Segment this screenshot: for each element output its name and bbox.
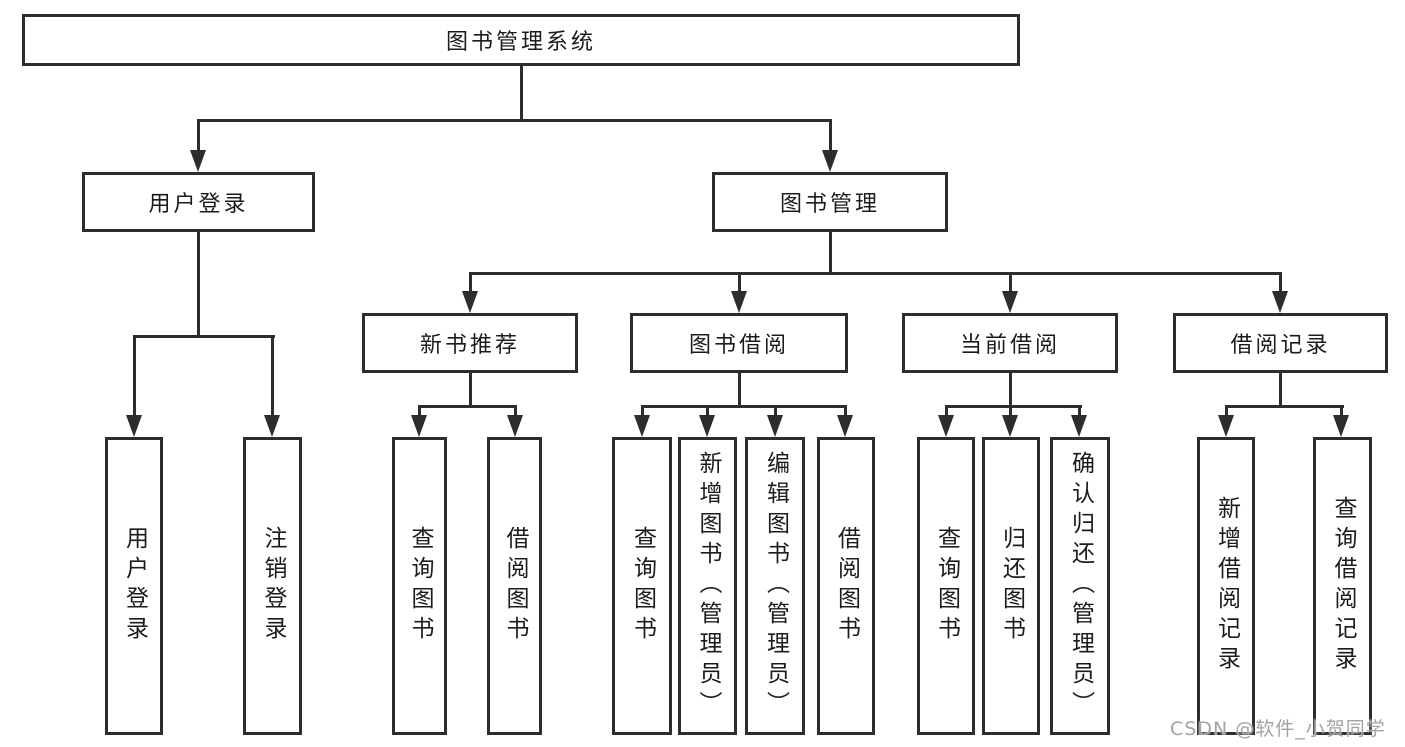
connector-user-login-branch <box>133 335 275 338</box>
node-current-borrow: 当前借阅 <box>902 313 1118 373</box>
arrowhead-br-add <box>1218 415 1234 437</box>
connector-new-book-stem <box>469 373 472 407</box>
node-leaf-bb-borrow-books-label: 借阅图书 <box>833 526 860 646</box>
node-leaf-cb-query-books-label: 查询图书 <box>933 526 960 646</box>
arrowhead-book-borrow <box>731 291 747 313</box>
arrowhead-book-management <box>822 150 838 172</box>
connector-book-borrow-branch <box>641 405 847 408</box>
arrowhead-user-login <box>190 150 206 172</box>
node-leaf-logout-label: 注销登录 <box>260 526 286 646</box>
node-leaf-cb-confirm-return-admin: 确认归还（管理员） <box>1050 437 1110 735</box>
arrowhead-leaf-login <box>126 415 142 437</box>
node-leaf-cb-return-books: 归还图书 <box>982 437 1040 735</box>
connector-borrow-records-stem <box>1279 373 1282 407</box>
node-leaf-nb-query-books-label: 查询图书 <box>407 526 433 646</box>
node-leaf-bb-add-books-admin-label: 新增图书（管理员） <box>695 451 721 721</box>
node-leaf-logout: 注销登录 <box>243 437 302 735</box>
connector-drop-br-add <box>1225 405 1228 417</box>
connector-drop-book-borrow <box>738 272 741 293</box>
connector-new-book-branch <box>418 405 517 408</box>
node-root: 图书管理系统 <box>22 14 1020 66</box>
node-leaf-bb-borrow-books: 借阅图书 <box>817 437 875 735</box>
node-leaf-nb-query-books: 查询图书 <box>392 437 447 735</box>
node-user-login-label: 用户登录 <box>148 192 249 217</box>
connector-drop-br-query <box>1340 405 1343 417</box>
arrowhead-bb-borrow <box>837 415 853 437</box>
node-book-management: 图书管理 <box>712 172 948 232</box>
connector-drop-bb-add <box>706 405 709 417</box>
arrowhead-nb-query <box>411 415 427 437</box>
arrowhead-br-query <box>1333 415 1349 437</box>
node-leaf-cb-return-books-label: 归还图书 <box>998 526 1025 646</box>
connector-drop-borrow-records <box>1279 272 1282 293</box>
node-leaf-bb-edit-books-admin-label: 编辑图书（管理员） <box>762 451 789 721</box>
node-new-book-recommend: 新书推荐 <box>362 313 578 373</box>
node-root-label: 图书管理系统 <box>445 30 596 55</box>
node-borrow-records-label: 借阅记录 <box>1230 333 1331 358</box>
connector-borrow-records-branch <box>1225 405 1344 408</box>
connector-book-management-branch <box>469 272 1282 275</box>
node-leaf-br-add-record: 新增借阅记录 <box>1197 437 1255 735</box>
connector-root-branch <box>197 119 832 122</box>
connector-drop-bb-borrow <box>844 405 847 417</box>
node-leaf-nb-borrow-books-label: 借阅图书 <box>502 526 528 646</box>
connector-drop-cb-confirm <box>1078 405 1081 417</box>
node-leaf-user-login-label: 用户登录 <box>121 526 148 646</box>
connector-drop-cb-query <box>945 405 948 417</box>
connector-drop-nb-query <box>418 405 421 417</box>
arrowhead-leaf-logout <box>264 415 280 437</box>
node-new-book-recommend-label: 新书推荐 <box>419 333 520 358</box>
node-leaf-bb-edit-books-admin: 编辑图书（管理员） <box>745 437 805 735</box>
node-borrow-records: 借阅记录 <box>1173 313 1388 373</box>
arrowhead-bb-edit <box>767 415 783 437</box>
arrowhead-borrow-records <box>1272 291 1288 313</box>
connector-user-login-stem <box>197 232 200 336</box>
arrowhead-bb-query <box>634 415 650 437</box>
node-leaf-user-login: 用户登录 <box>105 437 163 735</box>
connector-drop-new-book <box>469 272 472 293</box>
connector-drop-leaf-logout <box>271 335 274 415</box>
node-leaf-bb-query-books-label: 查询图书 <box>629 526 656 646</box>
connector-book-borrow-stem <box>738 373 741 407</box>
node-user-login: 用户登录 <box>82 172 315 232</box>
node-leaf-bb-add-books-admin: 新增图书（管理员） <box>678 437 737 735</box>
csdn-watermark: CSDN @软件_小贺同学 <box>1170 718 1386 740</box>
node-book-borrow-label: 图书借阅 <box>688 333 789 358</box>
connector-current-borrow-stem <box>1009 373 1012 407</box>
node-leaf-br-query-record-label: 查询借阅记录 <box>1330 496 1356 676</box>
connector-drop-user-login <box>197 119 200 152</box>
connector-drop-current-borrow <box>1009 272 1012 293</box>
node-book-management-label: 图书管理 <box>779 192 880 217</box>
connector-book-management-stem <box>829 232 832 274</box>
connector-current-borrow-branch <box>945 405 1082 408</box>
arrowhead-cb-confirm <box>1071 415 1087 437</box>
connector-drop-cb-return <box>1009 405 1012 417</box>
node-leaf-br-add-record-label: 新增借阅记录 <box>1213 496 1240 676</box>
node-current-borrow-label: 当前借阅 <box>959 333 1060 358</box>
arrowhead-nb-borrow <box>507 415 523 437</box>
node-leaf-bb-query-books: 查询图书 <box>612 437 672 735</box>
node-book-borrow: 图书借阅 <box>630 313 848 373</box>
node-leaf-cb-query-books: 查询图书 <box>917 437 975 735</box>
connector-drop-book-management <box>829 119 832 152</box>
arrowhead-cb-query <box>938 415 954 437</box>
node-leaf-br-query-record: 查询借阅记录 <box>1313 437 1372 735</box>
arrowhead-cb-return <box>1002 415 1018 437</box>
arrowhead-new-book <box>462 291 478 313</box>
connector-root-stem <box>520 66 523 120</box>
connector-drop-bb-edit <box>774 405 777 417</box>
node-leaf-nb-borrow-books: 借阅图书 <box>487 437 542 735</box>
connector-drop-leaf-login <box>133 335 136 415</box>
connector-drop-bb-query <box>641 405 644 417</box>
connector-drop-nb-borrow <box>514 405 517 417</box>
arrowhead-current-borrow <box>1002 291 1018 313</box>
node-leaf-cb-confirm-return-admin-label: 确认归还（管理员） <box>1067 451 1094 721</box>
arrowhead-bb-add <box>699 415 715 437</box>
